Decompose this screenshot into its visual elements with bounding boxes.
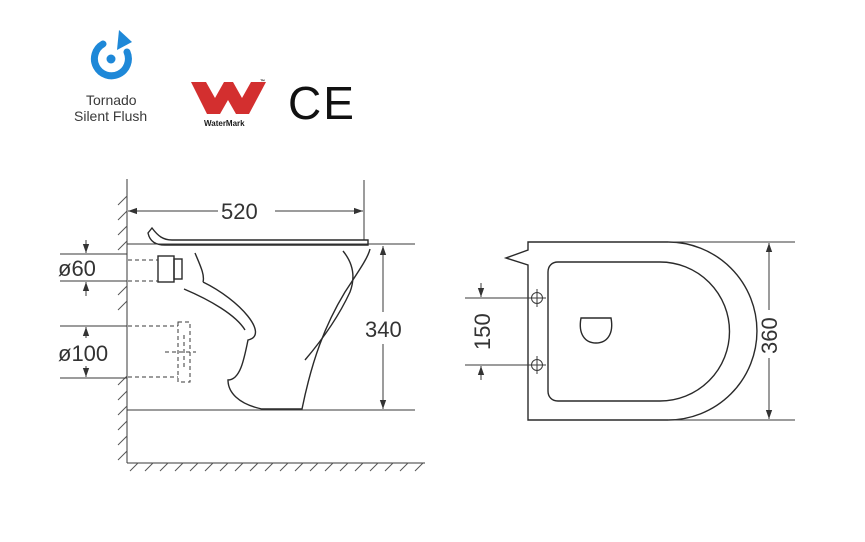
bolt-hole-bottom <box>528 356 546 374</box>
bolt-hole-top <box>528 289 546 307</box>
silent-flush-label: Silent Flush <box>74 108 147 124</box>
pipe-small-label: ø60 <box>58 256 96 281</box>
bowl-front-curve <box>183 288 246 331</box>
bowl-inner <box>304 250 354 361</box>
watermark-label: WaterMark <box>204 119 245 128</box>
watermark-w-icon <box>191 82 266 114</box>
floor-hatch <box>129 462 424 472</box>
side-view: 520 ø60 ø100 <box>58 179 425 472</box>
top-view: 150 360 <box>465 241 795 421</box>
bolt-spacing-label: 150 <box>470 313 495 350</box>
seat-lid <box>147 226 369 246</box>
inlet-connector <box>157 255 175 283</box>
pipe-large-label: ø100 <box>58 341 108 366</box>
inlet-flange <box>173 258 183 280</box>
dim-height-label: 340 <box>365 317 402 342</box>
depth-label: 360 <box>757 317 782 354</box>
tornado-label: Tornado <box>86 92 137 108</box>
tornado-swirl-icon <box>90 30 132 80</box>
dim-width-label: 520 <box>221 199 258 224</box>
tornado-logo: Tornado Silent Flush <box>74 30 147 124</box>
bowl-inner-outline <box>547 261 731 402</box>
bowl-outer-outline <box>503 241 758 421</box>
svg-text:™: ™ <box>260 79 265 85</box>
bowl-outline <box>194 248 371 410</box>
outlet-hole <box>579 317 613 344</box>
ce-mark: CE <box>288 77 356 129</box>
wall-hatch <box>117 195 128 461</box>
watermark-logo: ™ WaterMark <box>191 79 266 128</box>
